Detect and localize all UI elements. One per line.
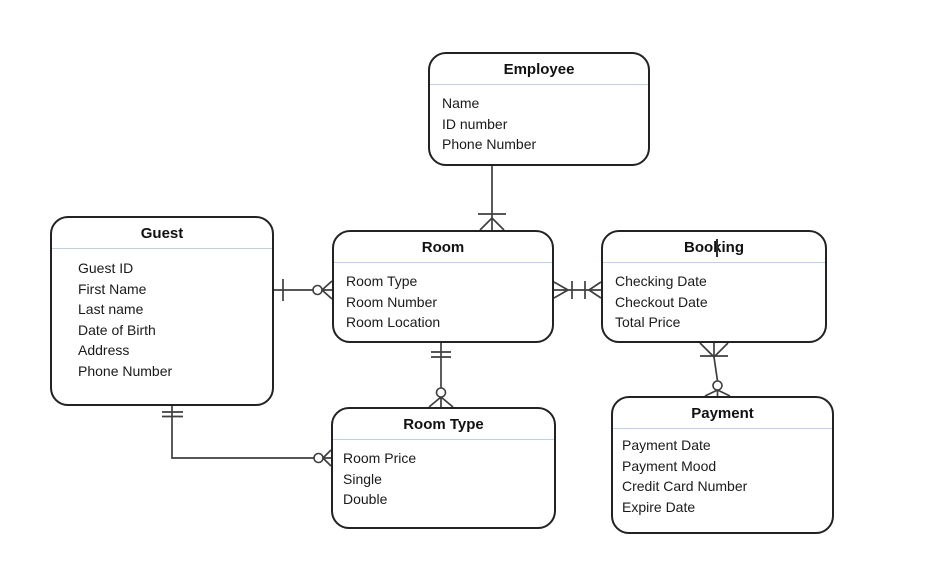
attribute: Single [343, 470, 382, 487]
attribute: Guest ID [78, 260, 134, 276]
connector-booking-payment[interactable] [699, 342, 731, 397]
attribute: ID number [442, 115, 508, 132]
entity-title: Payment [691, 405, 754, 422]
attribute: Room Number [346, 293, 438, 310]
attribute: Room Type [346, 273, 418, 289]
title-separator [334, 262, 552, 263]
connector-guest-roomtype[interactable] [162, 406, 332, 467]
title-separator [603, 262, 825, 263]
attribute: Room Price [343, 450, 417, 466]
attribute: Name [442, 95, 480, 111]
connector-employee-room[interactable] [478, 166, 506, 231]
attribute: First Name [78, 280, 147, 297]
entity-title: Room Type [403, 416, 484, 433]
title-separator [333, 439, 554, 440]
attribute: Double [343, 491, 388, 507]
connector-room-booking[interactable] [553, 281, 602, 299]
attribute: Checkout Date [615, 293, 708, 310]
attribute: Checking Date [615, 273, 707, 289]
attribute: Phone Number [78, 362, 173, 379]
attribute: Payment Mood [622, 457, 717, 474]
connector-guest-room[interactable] [274, 279, 333, 301]
entity-title: Booking [684, 239, 744, 256]
connector-room-roomtype[interactable] [428, 343, 454, 408]
title-separator [52, 248, 272, 249]
attribute: Address [78, 342, 130, 358]
attribute: Last name [78, 301, 144, 317]
entity-title: Employee [503, 61, 575, 78]
attribute: Credit Card Number [622, 478, 748, 494]
attribute: Room Location [346, 314, 441, 330]
entity-title: Room [421, 239, 465, 256]
title-separator [613, 428, 832, 429]
attribute: Total Price [615, 314, 681, 330]
attribute: Phone Number [442, 136, 537, 152]
attribute: Date of Birth [78, 321, 156, 338]
entity-title: Guest [140, 225, 184, 242]
text-cursor [716, 239, 718, 257]
title-separator [430, 84, 648, 85]
attribute: Payment Date [622, 437, 711, 453]
attribute: Expire Date [622, 498, 696, 515]
